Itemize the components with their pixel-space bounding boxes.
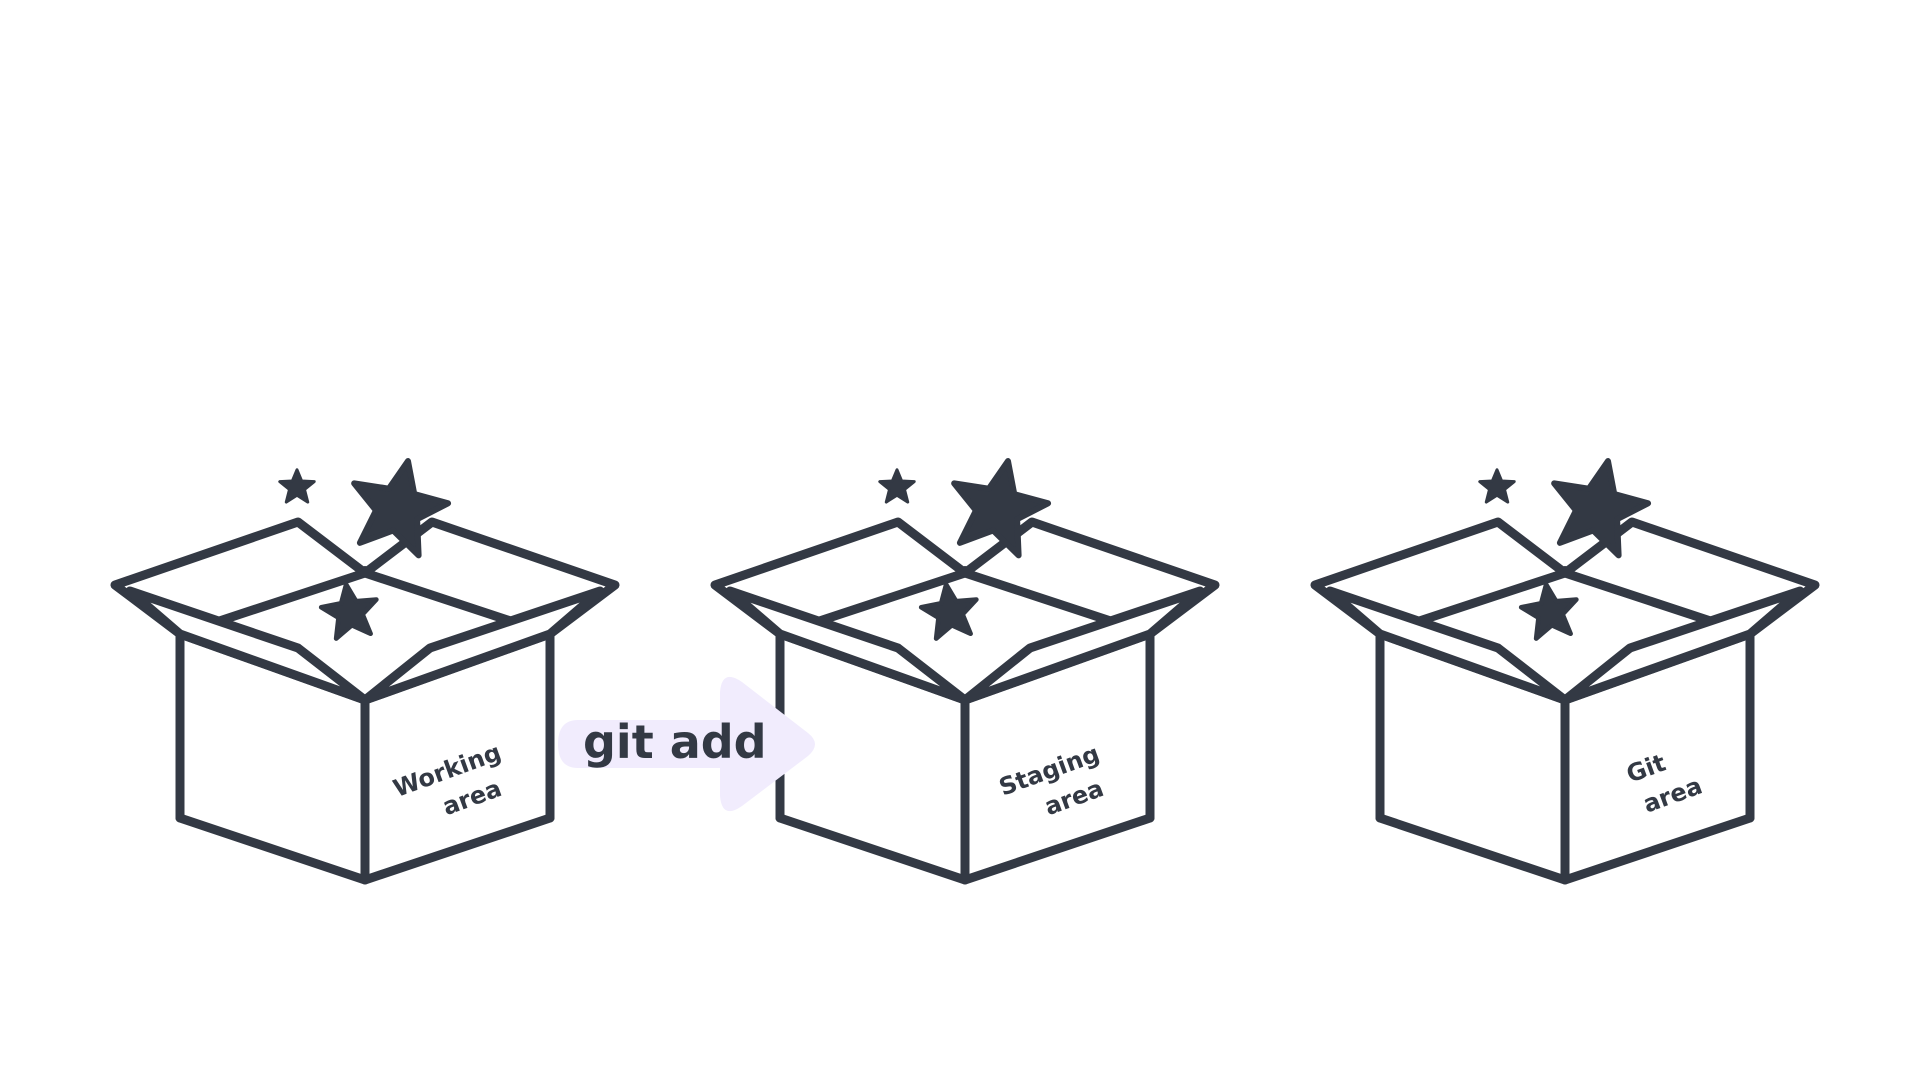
git-add-arrow: git add xyxy=(558,676,815,812)
git-add-label: git add xyxy=(583,715,767,769)
small-star-icon xyxy=(278,468,316,504)
arrow-right-icon xyxy=(558,676,815,812)
open-box-with-stars-icon xyxy=(1315,522,1815,880)
small-star-icon xyxy=(878,468,916,504)
staging-area-box: Staging area xyxy=(715,451,1215,880)
open-box-with-stars-icon xyxy=(715,522,1215,880)
git-area-box: Git area xyxy=(1315,451,1815,880)
open-box-with-stars-icon xyxy=(115,522,615,880)
box-label: Working area xyxy=(390,738,506,821)
box-label-line1: Git xyxy=(1623,749,1670,789)
small-star-icon xyxy=(1478,468,1516,504)
box-label: Git area xyxy=(1623,749,1706,819)
working-area-box: Working area xyxy=(115,451,615,880)
box-label: Staging area xyxy=(995,739,1107,821)
